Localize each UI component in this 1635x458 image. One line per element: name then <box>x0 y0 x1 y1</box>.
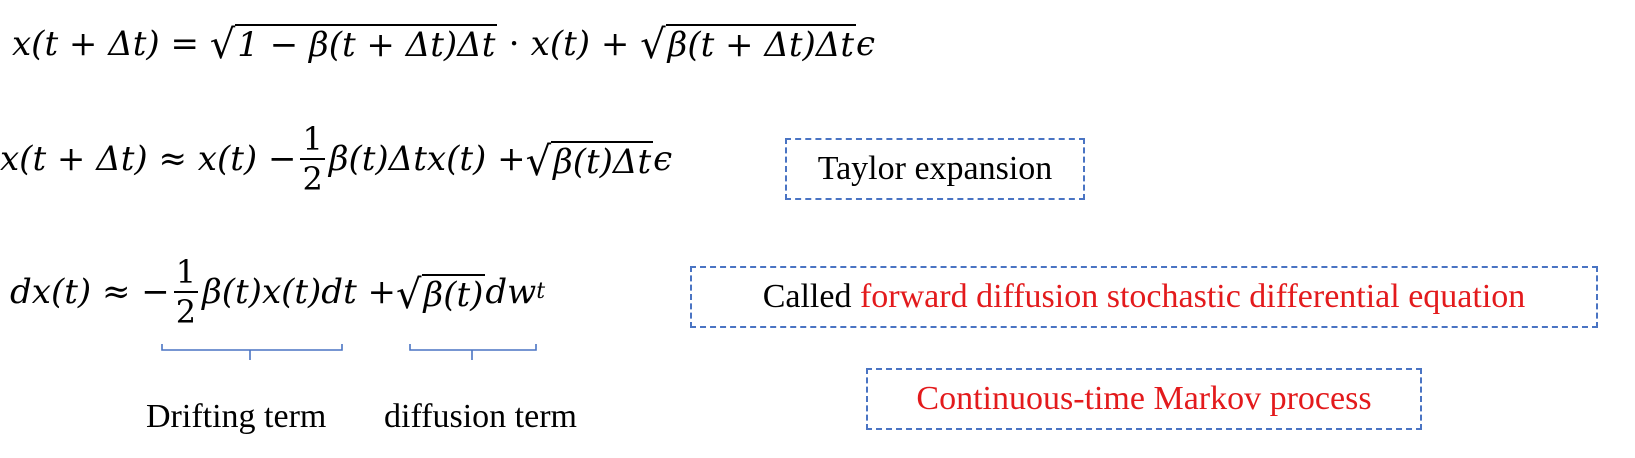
forward-sde-prefix: Called <box>762 278 860 315</box>
forward-sde-highlight: forward diffusion stochastic differentia… <box>859 278 1526 315</box>
sqrt-symbol-icon: √ <box>525 139 552 185</box>
eq3-fraction-numerator: 1 <box>173 253 199 293</box>
eq1-sqrt-2: √β(t + Δt)Δt <box>640 22 857 68</box>
eq2-lhs: x(t + Δt) ≈ x(t) − <box>0 139 297 179</box>
eq2-mid: β(t)Δtx(t) + <box>328 139 526 179</box>
eq3-fraction: 1 2 <box>173 253 199 331</box>
eq3-mid: β(t)x(t)dt + <box>202 272 397 312</box>
eq3-sqrt-radicand: β(t) <box>421 274 486 315</box>
eq3-dw-subscript: t <box>536 279 546 304</box>
diffusion-term-label: diffusion term <box>384 398 577 435</box>
sqrt-symbol-icon: √ <box>640 22 666 68</box>
diffusion-term-brace <box>409 344 537 360</box>
forward-sde-box: Called forward diffusion stochastic diff… <box>690 266 1598 328</box>
markov-process-box: Continuous-time Markov process <box>866 368 1422 430</box>
eq2-end: ϵ <box>653 139 673 179</box>
eq1-sqrt-2-radicand: β(t + Δt)Δt <box>665 24 857 65</box>
eq2-sqrt: √β(t)Δt <box>525 139 654 185</box>
sqrt-symbol-icon: √ <box>396 272 422 318</box>
taylor-expansion-label: Taylor expansion <box>817 150 1053 187</box>
markov-process-label: Continuous-time Markov process <box>916 380 1372 417</box>
eq2-fraction: 1 2 <box>300 120 325 198</box>
eq1-mid: ⋅ x(t) + <box>497 24 641 64</box>
drifting-term-label: Drifting term <box>146 398 327 435</box>
eq2-sqrt-radicand: β(t)Δt <box>551 141 654 182</box>
eq3-lhs: dx(t) ≈ − <box>10 272 170 312</box>
sqrt-symbol-icon: √ <box>209 22 236 68</box>
eq3-sqrt: √β(t) <box>396 272 486 318</box>
eq1-end: ϵ <box>856 24 876 64</box>
eq3-fraction-denominator: 2 <box>175 293 197 331</box>
eq1-sqrt-1-radicand: 1 − β(t + Δt)Δt <box>235 24 498 65</box>
eq1-lhs: x(t + Δt) = <box>12 24 210 64</box>
equation-1: x(t + Δt) = √1 − β(t + Δt)Δt ⋅ x(t) + √β… <box>12 22 876 68</box>
drifting-term-brace <box>161 344 343 360</box>
equation-2: x(t + Δt) ≈ x(t) − 1 2 β(t)Δtx(t) + √β(t… <box>0 123 672 195</box>
taylor-expansion-box: Taylor expansion <box>785 138 1085 200</box>
eq1-sqrt-1: √1 − β(t + Δt)Δt <box>209 22 498 68</box>
eq3-dw: dw <box>485 272 537 312</box>
eq2-fraction-numerator: 1 <box>300 120 325 160</box>
eq2-fraction-denominator: 2 <box>302 160 323 198</box>
